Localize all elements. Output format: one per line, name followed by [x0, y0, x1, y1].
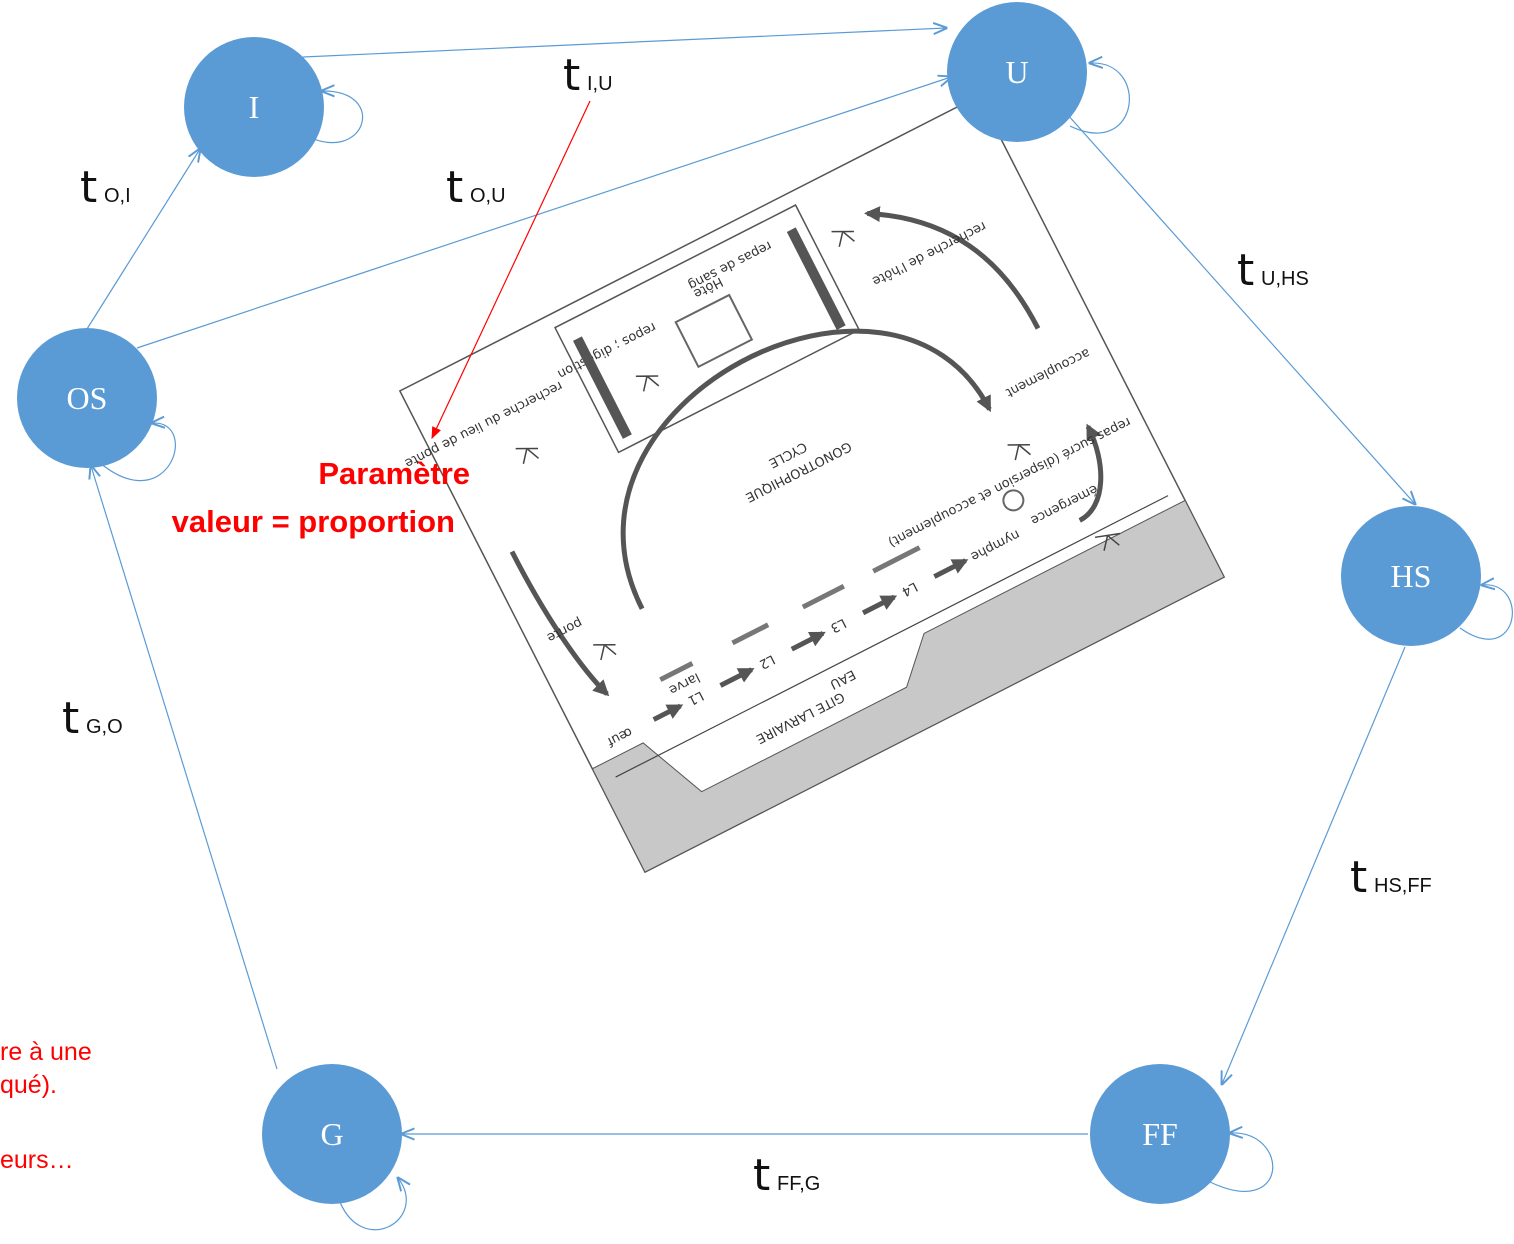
- larva-sketch-2: [731, 622, 770, 646]
- stage-arrow-3: [790, 631, 826, 652]
- rate-label-g-o: t G,O: [62, 693, 123, 744]
- node-os: OS: [17, 328, 157, 468]
- rate-label-o-u: t O,U: [446, 162, 506, 213]
- rate-g-o-t: t: [62, 693, 79, 744]
- cycle-arc: [620, 328, 992, 610]
- larva-sketch-3: [801, 583, 845, 610]
- edge-u-to-hs: [1066, 113, 1415, 504]
- stage-arrow-5: [933, 558, 969, 579]
- rate-i-u-t: t: [563, 50, 580, 101]
- node-hs-label: HS: [1391, 558, 1432, 594]
- rate-g-o-sub: G,O: [86, 716, 123, 738]
- rate-label-hs-ff: t HS,FF: [1350, 852, 1432, 903]
- rate-ff-g-sub: FF,G: [777, 1173, 820, 1195]
- rate-o-i-t: t: [80, 162, 97, 213]
- rate-hs-ff-sub: HS,FF: [1374, 875, 1432, 897]
- rate-label-o-i: t O,I: [80, 162, 131, 213]
- edge-hs-to-ff: [1222, 646, 1406, 1084]
- rate-hs-ff-t: t: [1350, 852, 1367, 903]
- edge-g-to-os: [91, 466, 278, 1070]
- stage-l1: L1: [685, 687, 706, 707]
- self-loop-g: [337, 1178, 406, 1231]
- rate-u-hs-sub: U,HS: [1261, 268, 1309, 290]
- rate-ff-g-t: t: [753, 1150, 770, 1201]
- node-ff-label: FF: [1142, 1116, 1178, 1152]
- stage-l2: L2: [757, 651, 778, 671]
- edge-i-to-u: [302, 28, 946, 58]
- node-g-label: G: [320, 1116, 343, 1152]
- node-os-label: OS: [67, 380, 108, 416]
- partial-note-2: qué).: [0, 1071, 57, 1099]
- emergence-arrow: [1078, 423, 1104, 523]
- host-sketch: [674, 293, 754, 369]
- host-bar-left: [786, 227, 846, 330]
- mosquito-sketches: [515, 230, 1121, 661]
- node-i: I: [184, 37, 324, 177]
- stage-l3: L3: [828, 615, 849, 635]
- node-u: U: [947, 2, 1087, 142]
- node-i-label: I: [249, 89, 260, 125]
- node-os-circle: [17, 328, 157, 468]
- rate-label-ff-g: t FF,G: [753, 1150, 820, 1201]
- node-hs-circle: [1341, 506, 1481, 646]
- self-loop-ff: [1209, 1133, 1274, 1192]
- node-hs: HS: [1341, 506, 1481, 646]
- gonotrophic-cycle-illustration: GITE LARVAIRE EAU œuf L1 larve L2 L3 L4 …: [398, 94, 1226, 874]
- rate-label-i-u: t I,U: [563, 50, 613, 101]
- host-box: [553, 204, 861, 454]
- larva-sketch-4: [872, 545, 921, 574]
- node-ff: FF: [1090, 1064, 1230, 1204]
- stage-l4: L4: [899, 578, 920, 598]
- node-u-label: U: [1005, 54, 1028, 90]
- node-g: G: [262, 1064, 402, 1204]
- node-ff-circle: [1090, 1064, 1230, 1204]
- larva-sketch-1: [659, 661, 694, 682]
- nymph-sketch: [1002, 489, 1025, 512]
- rate-i-u-sub: I,U: [587, 73, 613, 95]
- self-loop-i: [302, 91, 364, 144]
- edge-os-to-u: [136, 77, 951, 349]
- rate-o-i-sub: O,I: [104, 185, 131, 207]
- annotation-line-1: Paramètre: [318, 456, 470, 491]
- annotation-line-2: valeur = proportion: [172, 504, 455, 539]
- self-loop-hs: [1459, 585, 1513, 640]
- self-loop-os: [99, 423, 176, 481]
- partial-note-3: eurs…: [0, 1146, 74, 1174]
- node-g-circle: [262, 1064, 402, 1204]
- rate-o-u-t: t: [446, 162, 463, 213]
- rate-label-u-hs: t U,HS: [1237, 245, 1309, 296]
- node-i-circle: [184, 37, 324, 177]
- annotation-pointer-arrow: [431, 100, 591, 440]
- host-seeking-arrow: [863, 206, 1041, 330]
- edge-os-to-i: [86, 149, 200, 330]
- self-loop-u: [1069, 63, 1130, 134]
- rate-u-hs-t: t: [1237, 245, 1254, 296]
- host-bar-right: [572, 336, 632, 439]
- stage-arrow-1: [652, 703, 684, 722]
- stage-arrow-2: [719, 667, 755, 688]
- ponte-arrow: [509, 550, 610, 697]
- edges: [86, 28, 1513, 1231]
- partial-note-1: re à une: [0, 1038, 92, 1066]
- rate-o-u-sub: O,U: [470, 185, 506, 207]
- gite-larvaire-panel: [591, 499, 1225, 873]
- water-line: [615, 495, 1169, 778]
- node-u-circle: [947, 2, 1087, 142]
- stage-arrow-4: [861, 594, 898, 616]
